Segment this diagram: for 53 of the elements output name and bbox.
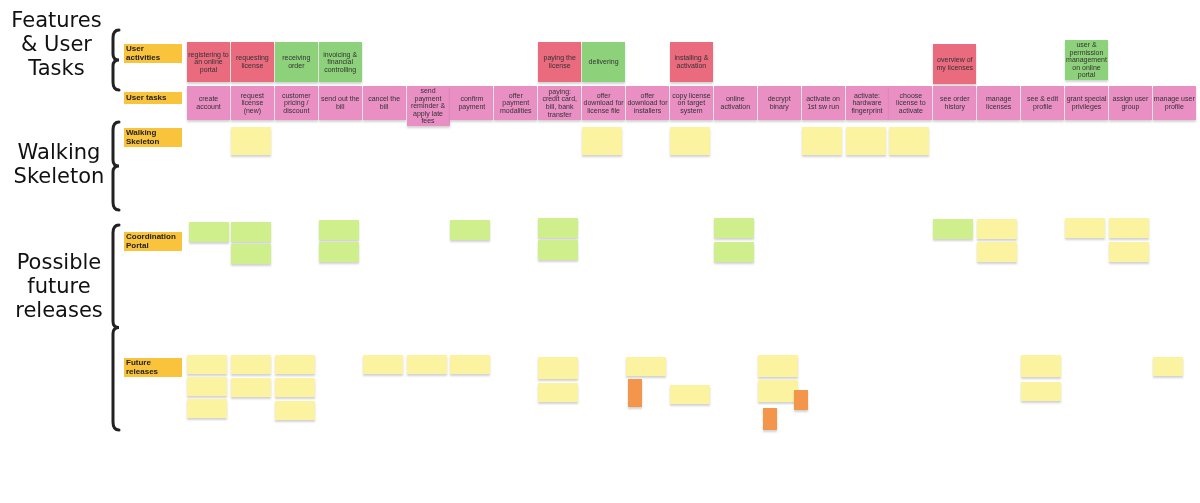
sticky-note — [1021, 355, 1062, 377]
sticky-note — [1108, 242, 1149, 262]
sticky-note — [933, 219, 974, 239]
sticky-note — [230, 222, 271, 242]
sticky-note — [538, 357, 579, 379]
row-label: User tasks — [124, 92, 182, 104]
sticky-note — [627, 379, 642, 407]
sticky-note — [538, 240, 579, 260]
sticky-note — [230, 244, 271, 264]
sticky-note — [274, 355, 315, 374]
sticky-note — [669, 385, 710, 404]
sticky-note — [318, 242, 359, 262]
sticky-note — [977, 219, 1018, 239]
sticky-note — [538, 218, 579, 238]
sticky-note — [845, 127, 886, 155]
sticky-note — [713, 218, 754, 238]
sticky-note — [1021, 382, 1062, 401]
sticky-note — [450, 355, 491, 374]
row-label: User activities — [124, 44, 182, 64]
sticky-note — [274, 378, 315, 397]
sticky-note — [1152, 357, 1183, 376]
sticky-note — [538, 383, 579, 402]
sticky-note — [762, 408, 777, 430]
sticky-note — [188, 222, 229, 242]
handwritten-heading: Features & User Tasks — [10, 8, 103, 81]
sticky-note — [977, 242, 1018, 262]
sticky-note — [757, 380, 798, 402]
sticky-note — [889, 127, 930, 155]
sticky-note — [187, 399, 227, 418]
handwritten-heading: Walking Skeleton — [12, 140, 106, 189]
sticky-note — [582, 127, 623, 155]
sticky-note — [450, 220, 491, 240]
sticky-note — [757, 355, 798, 377]
row-label: Walking Skeleton — [124, 128, 182, 148]
sticky-note — [626, 357, 666, 376]
sticky-note — [187, 355, 227, 374]
sticky-note — [794, 390, 809, 410]
handwritten-heading: Possible future releases — [14, 250, 104, 323]
sticky-note — [669, 127, 710, 155]
row-label: Coordination Portal — [124, 232, 182, 252]
sticky-note — [230, 127, 271, 155]
sticky-note — [318, 220, 359, 240]
sticky-note — [1065, 218, 1105, 238]
sticky-note — [801, 127, 842, 155]
sticky-note — [713, 242, 754, 262]
row-label: Future releases — [124, 358, 182, 378]
sticky-note — [274, 401, 315, 420]
sticky-note — [362, 355, 403, 374]
sticky-note — [187, 377, 227, 396]
sticky-note — [406, 355, 447, 374]
sticky-note — [230, 355, 271, 374]
sticky-note — [1108, 218, 1149, 238]
sticky-note — [230, 378, 271, 397]
